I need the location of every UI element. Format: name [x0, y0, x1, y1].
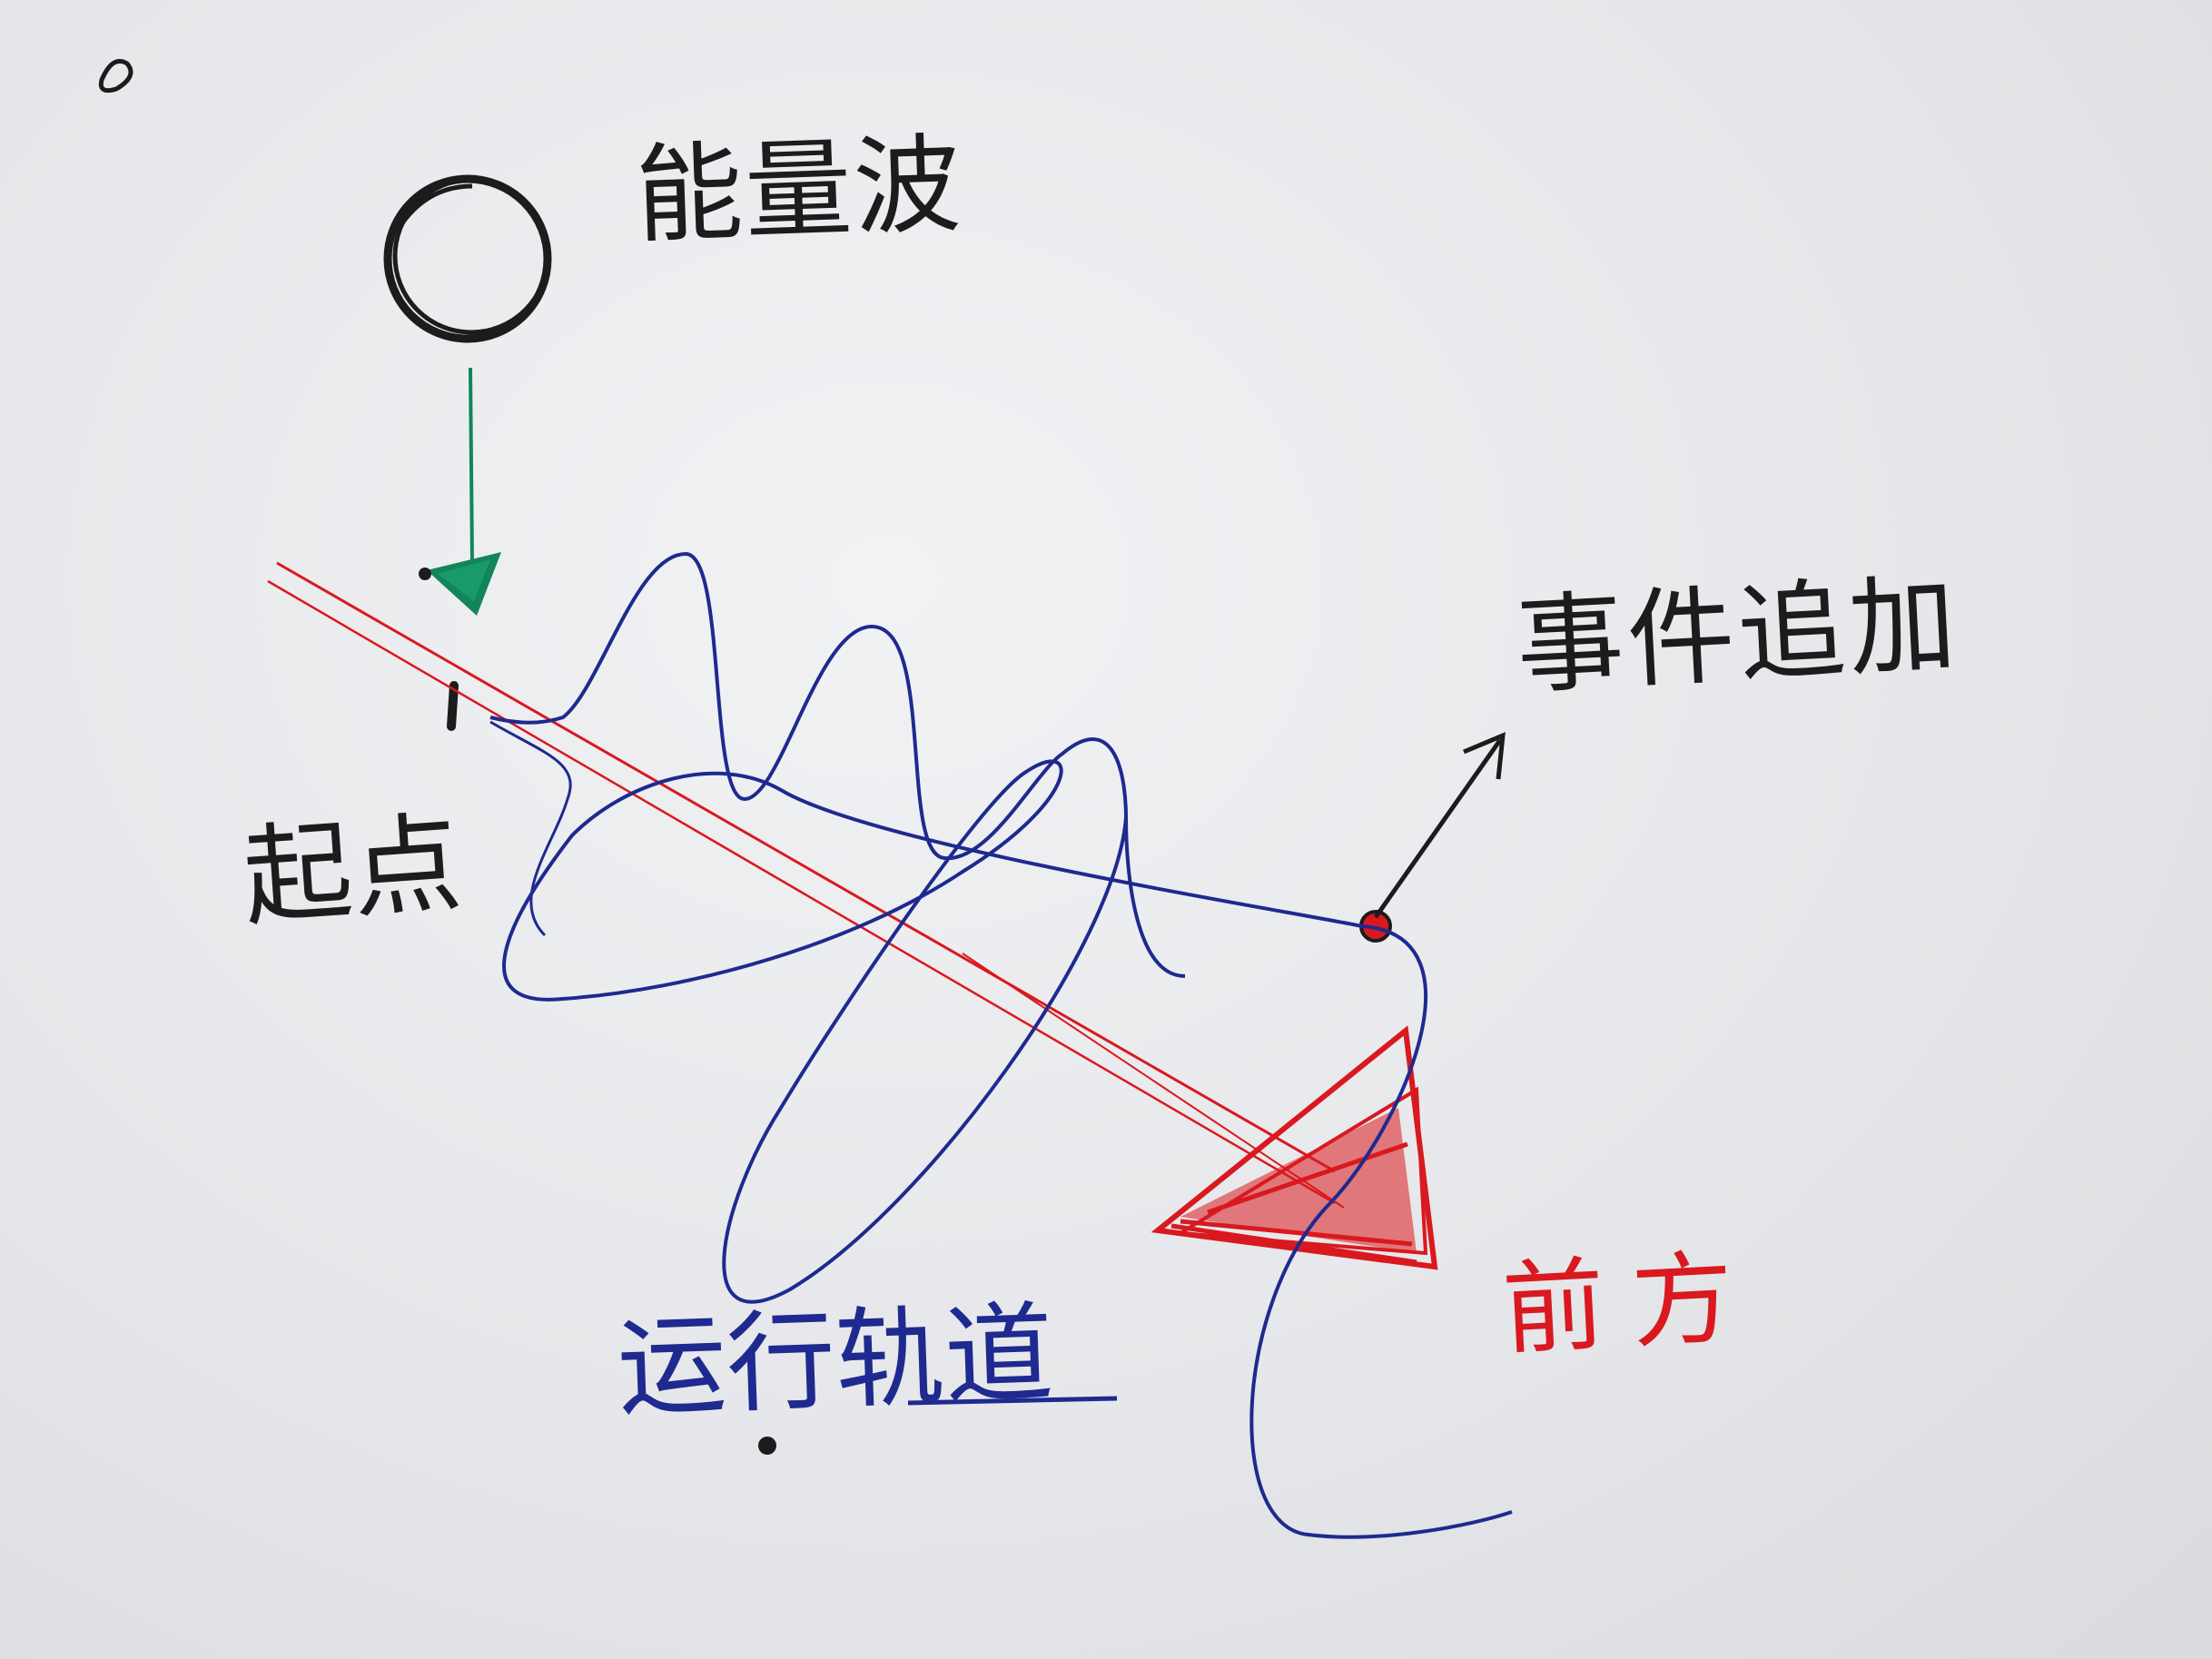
scribble-mark: [98, 58, 133, 94]
circle-icon: [383, 174, 552, 343]
arrow-down-icon: [419, 367, 501, 616]
orbit-label: 运行轨道: [615, 1290, 1056, 1433]
start-point-marker: [447, 681, 459, 731]
orbit-label-dot: [758, 1437, 776, 1455]
triangle-arrowhead-icon: [1150, 1025, 1438, 1270]
start-point-label: 起点: [239, 800, 466, 943]
orbit-trajectory: [489, 551, 1513, 1539]
energy-wave-label: 能量波: [633, 121, 965, 259]
orbit-label-underline: [907, 1396, 1118, 1406]
arrow-up-right-icon: [1373, 732, 1506, 919]
direction-line: [267, 561, 1345, 1209]
event-added-label: 事件追加: [1513, 560, 1963, 709]
ahead-label: 前方: [1499, 1238, 1764, 1370]
orbit-start-segment: [489, 720, 572, 937]
